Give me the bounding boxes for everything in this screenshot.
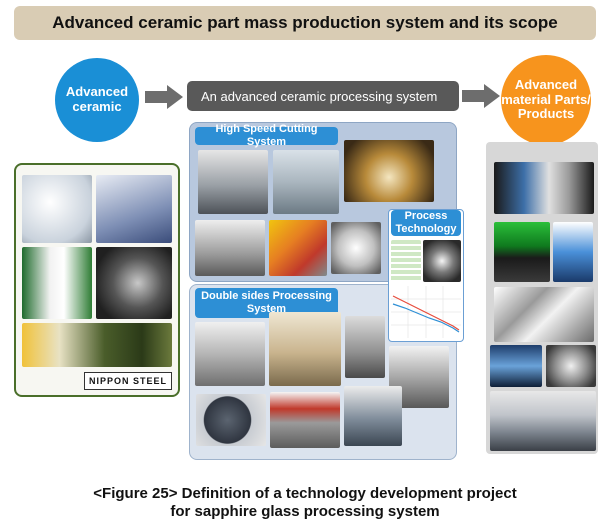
polishing-machine-photo-3: [344, 386, 402, 446]
spindle-diagram-photo: [269, 220, 327, 276]
polishing-machine-photo-2: [270, 392, 340, 448]
input-node-advanced-ceramic: Advanced ceramic: [55, 58, 139, 142]
flow-arrow-right: [462, 84, 500, 108]
polishing-machine-photo-1: [195, 322, 265, 386]
ceramic-cylinders-photo: [22, 175, 92, 243]
process-system-bar: An advanced ceramic processing system: [187, 81, 459, 111]
figure-caption: <Figure 25> Definition of a technology d…: [0, 485, 610, 521]
cutting-machine-photo-2: [273, 150, 339, 214]
ceramic-bolts-photo: [22, 247, 92, 319]
ceramic-wafers-photo: [22, 323, 172, 367]
machine-component-photo: [546, 345, 596, 387]
process-technology-label: Process Technology: [391, 210, 461, 236]
ceramic-cups-photo: [96, 175, 172, 243]
caption-line-2: for sapphire glass processing system: [170, 503, 440, 520]
cutting-machine-photo-3: [344, 140, 434, 202]
high-speed-cutting-label: High Speed Cutting System: [195, 123, 338, 148]
smartwatch-photo: [494, 162, 594, 214]
caption-line-1: <Figure 25> Definition of a technology d…: [93, 485, 517, 502]
crystal-product-photo: [490, 345, 542, 387]
mesh-simulation-photo: [331, 222, 381, 274]
flow-arrow-left: [145, 85, 183, 109]
transistor-photo: [494, 222, 550, 282]
smartphone-photo: [553, 222, 593, 282]
double-sides-processing-label: Double sides Processing System: [195, 288, 338, 318]
process-data-table: [391, 240, 421, 282]
led-lamp-photo: [494, 287, 594, 342]
automotive-parts-photo: [490, 391, 596, 451]
nippon-steel-logo: NIPPON STEEL: [84, 372, 172, 390]
process-graph-chart: [391, 286, 461, 338]
wafer-pattern-image: [423, 240, 461, 282]
lapping-machine-photo: [345, 316, 385, 378]
cutting-machine-photo-4: [195, 220, 265, 276]
polishing-pads-photo: [196, 394, 266, 446]
output-node-products: Advanced material Parts/ Products: [501, 55, 591, 145]
diagram-title: Advanced ceramic part mass production sy…: [14, 6, 596, 40]
cutting-machine-photo-1: [198, 150, 268, 214]
ceramic-rings-photo: [96, 247, 172, 319]
cleanroom-photo: [269, 312, 341, 386]
nippon-steel-logo-text: NIPPON STEEL: [88, 376, 167, 386]
